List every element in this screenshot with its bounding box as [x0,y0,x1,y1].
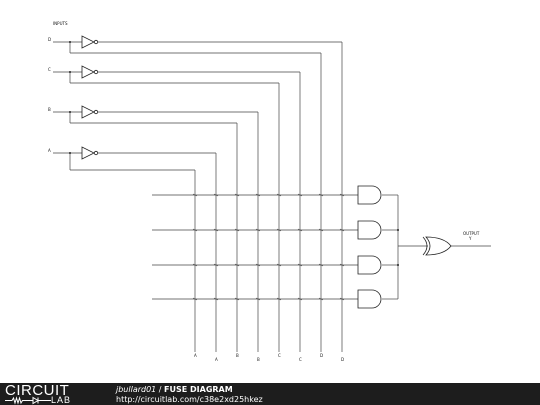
inverter-d-gate [81,35,95,49]
footer-bar: CIRCUIT LAB jbullard01 / FUSE DIAGRAM ht… [0,383,540,405]
inverter-a-bubble [93,150,99,156]
inputs-header: INPUTS [53,21,68,26]
and-gates [357,185,382,309]
and-gate-4 [357,289,382,309]
column-label-7: D [320,353,323,358]
column-label-2: A [215,357,218,362]
logo-wire-icon [5,396,51,405]
column-label-8: D [341,357,344,362]
output-title: OUTPUT [463,231,480,236]
title-separator: / [156,385,165,394]
input-label-c: C [48,67,51,72]
or-gate [425,236,452,256]
and-gate-2 [357,220,382,240]
column-label-1: A [194,353,197,358]
circuit-url[interactable]: http://circuitlab.com/c38e2xd25hkez [116,395,263,404]
author-name[interactable]: jbullard01 [116,385,157,394]
inverter-a-gate [81,146,95,160]
inverter-gates [81,35,99,160]
input-label-b: B [48,107,51,112]
column-label-3: B [236,353,239,358]
logo-top-text: CIRCUIT [5,382,70,399]
inverter-b-gate [81,105,95,119]
circuit-meta: jbullard01 / FUSE DIAGRAM http://circuit… [116,385,263,404]
column-label-5: C [278,353,281,358]
junction-dots [69,41,399,266]
input-label-d: D [48,37,51,42]
inverter-c-bubble [93,69,99,75]
fuse-marks [192,193,345,301]
column-label-6: C [299,357,302,362]
and-gate-1 [357,185,382,205]
inverter-b-bubble [93,109,99,115]
and-gate-3 [357,255,382,275]
schematic-svg: INPUTS D C B A A A B B C C D D OUTPUT Y [48,21,491,362]
inverter-d-bubble [93,39,99,45]
circuitlab-logo: CIRCUIT LAB [5,383,93,405]
column-label-4: B [257,357,260,362]
input-label-a: A [48,148,51,153]
output-name: Y [468,236,472,241]
circuit-title: FUSE DIAGRAM [164,385,233,394]
logo-bottom-text: LAB [51,395,72,405]
inverter-c-gate [81,65,95,79]
